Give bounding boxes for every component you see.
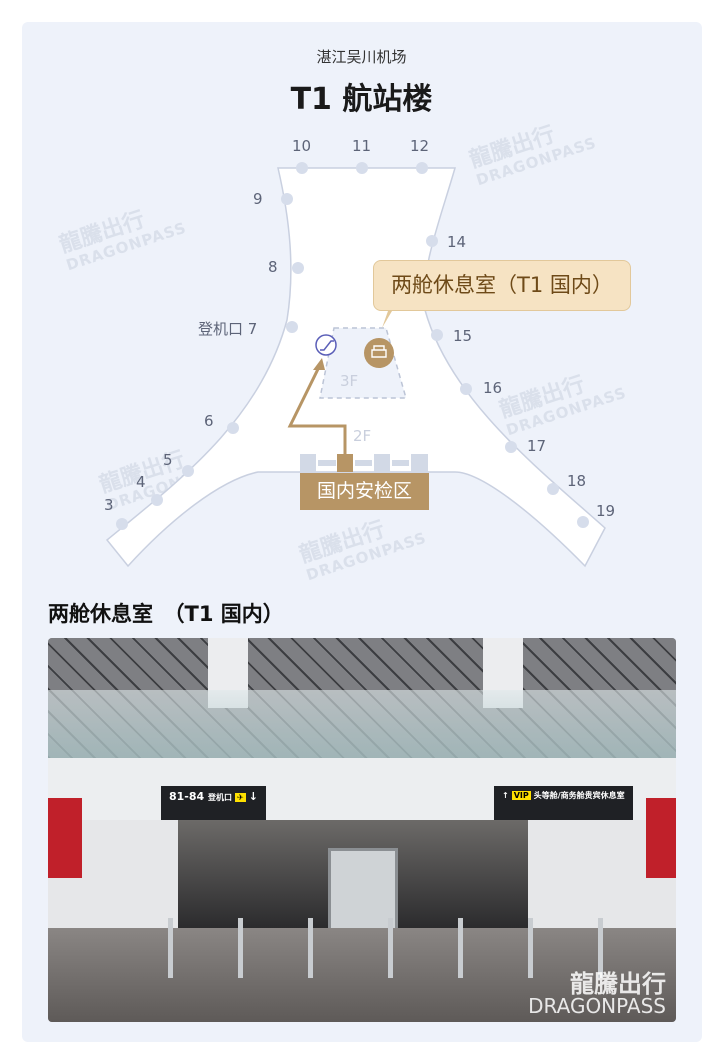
gate-label: 14 [447,233,467,251]
gate-label: 3 [104,496,114,514]
lounge-armchair-icon [364,338,394,368]
floor-2f-label: 2F [353,427,372,445]
security-area-label[interactable]: 国内安检区 [300,473,429,510]
gate-label: 9 [253,190,263,208]
gate-label: 10 [292,137,312,155]
route-arrow [287,364,347,456]
gate-label: 16 [483,379,503,397]
escalator-icon [315,334,337,356]
gate-label: 18 [567,472,587,490]
gate-label: 5 [163,451,173,469]
gate-direction-sign: 81-84 登机口✈↓ [161,786,266,820]
terminal-map [105,162,606,568]
gate-label: 19 [596,502,616,520]
floor-3f-label: 3F [340,372,359,390]
section-title: 两舱休息室 （T1 国内） [48,602,284,626]
gate-label: 8 [268,258,278,276]
airport-name: 湛江吴川机场 [316,48,407,66]
gate-dots [116,162,589,530]
gate-label: 17 [527,437,547,455]
gate-label: 12 [410,137,430,155]
security-gates [300,454,428,472]
gate-label: 4 [136,473,146,491]
gate-label: 15 [453,327,473,345]
gate-label: 登机口 7 [198,320,258,338]
lounge-callout[interactable]: 两舱休息室（T1 国内） [373,260,631,311]
gate-label: 6 [204,412,214,430]
terminal-title: T1 航站楼 [290,82,433,117]
gate-label: 11 [352,137,372,155]
